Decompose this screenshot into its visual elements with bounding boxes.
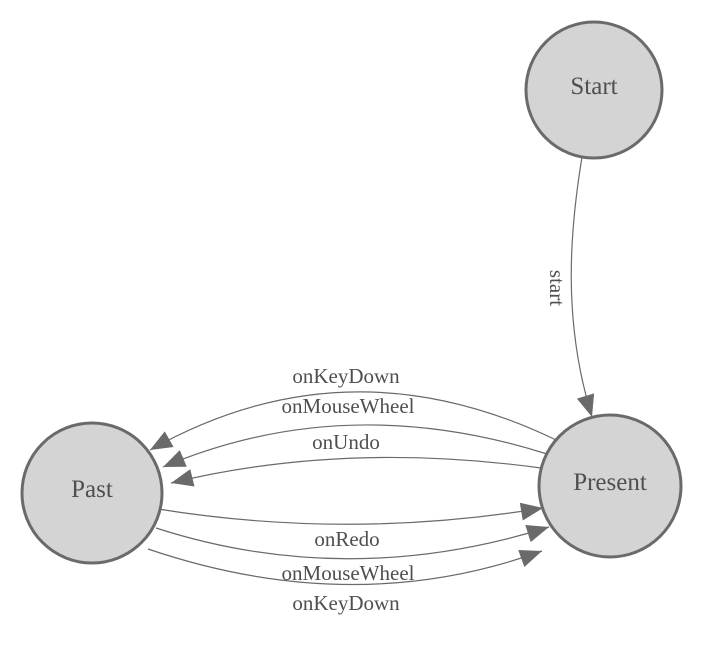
edge-onredo-to-present-label: onRedo <box>314 527 379 551</box>
edge-onundo-to-past-label: onUndo <box>312 430 380 454</box>
present-label: Present <box>573 469 647 496</box>
edge-onmousewheel-to-past[interactable] <box>162 424 548 468</box>
edge-onkeydown-to-present[interactable] <box>147 548 543 586</box>
present-circle[interactable] <box>537 413 683 559</box>
edge-onkeydown-to-past[interactable] <box>149 391 557 451</box>
start-circle[interactable] <box>524 20 664 160</box>
edge-onkeydown-to-past-label: onKeyDown <box>292 364 400 388</box>
edge-start-label: start <box>545 270 569 306</box>
edge-onmousewheel-to-past-label: onMouseWheel <box>282 394 415 418</box>
edge-onkeydown-to-present-label: onKeyDown <box>292 591 400 615</box>
edges-layer: start onKeyDown onMouseWheel onUndo onRedo on… <box>147 156 595 615</box>
past-label: Past <box>71 476 113 503</box>
edge-onmousewheel-to-present-label: onMouseWheel <box>282 561 415 585</box>
state-node-past[interactable]: Past <box>20 421 164 565</box>
start-label: Start <box>570 73 617 100</box>
state-node-present[interactable]: Present <box>537 413 683 559</box>
past-circle[interactable] <box>20 421 164 565</box>
edge-onredo-to-present[interactable] <box>157 502 544 525</box>
edge-onundo-to-past[interactable] <box>170 456 542 487</box>
edge-onmousewheel-to-present[interactable] <box>155 524 550 560</box>
edge-start[interactable] <box>570 156 595 418</box>
state-node-start[interactable]: Start <box>524 20 664 160</box>
